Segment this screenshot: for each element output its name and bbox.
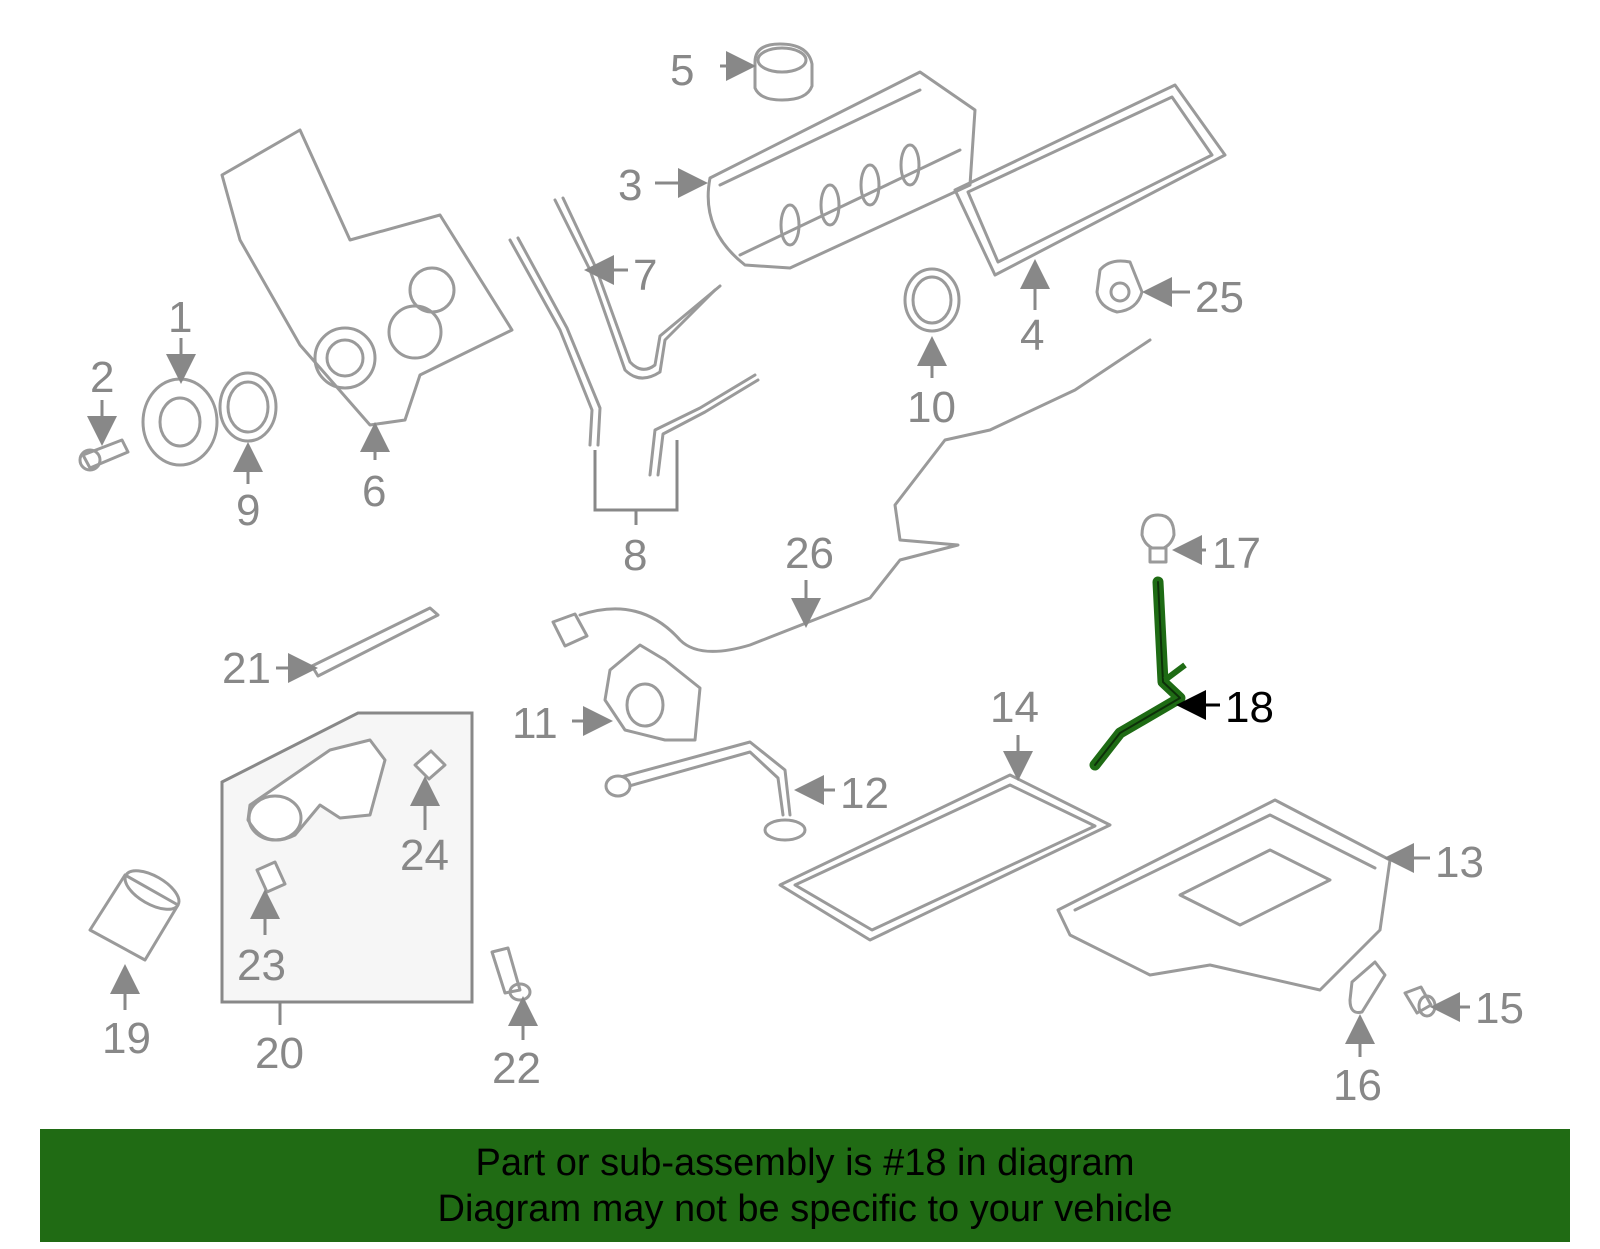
part-4-valve-cover-gasket (953, 83, 1227, 310)
part-26-wiring-harness (551, 338, 1152, 653)
part-20-assembly-box (220, 711, 474, 1025)
banner-line-1: Part or sub-assembly is #18 in diagram (475, 1141, 1135, 1184)
part-13-oil-pan (1056, 798, 1430, 992)
callout-3: 3 (618, 161, 642, 210)
callout-1: 1 (168, 293, 192, 342)
callout-18: 18 (1225, 683, 1274, 732)
info-banner: Part or sub-assembly is #18 in diagram D… (40, 1129, 1570, 1242)
part-1-crank-pulley (141, 338, 219, 467)
part-14-oil-pan-gasket (778, 735, 1112, 942)
callout-22: 22 (492, 1044, 541, 1093)
part-25-sensor (1095, 259, 1190, 314)
callout-15: 15 (1475, 984, 1524, 1033)
callout-24: 24 (400, 831, 449, 880)
part-21-gasket (276, 606, 440, 683)
callout-16: 16 (1333, 1061, 1382, 1110)
part-18-dipstick-tube (1089, 576, 1220, 771)
callout-7: 7 (633, 251, 657, 300)
part-2-bolt (78, 400, 130, 472)
part-16-bracket (1345, 960, 1387, 1057)
callout-19: 19 (102, 1014, 151, 1063)
part-5-oil-filler-cap (720, 42, 814, 102)
part-17-o-ring (1140, 513, 1206, 565)
callout-8: 8 (623, 531, 647, 580)
callout-25: 25 (1195, 273, 1244, 322)
part-19-oil-filter (88, 869, 181, 1010)
part-7-timing-guide (553, 196, 722, 380)
part-8-timing-guides (508, 236, 760, 525)
part-11-oil-pump (572, 643, 702, 742)
callout-6: 6 (362, 467, 386, 516)
callout-2: 2 (90, 353, 114, 402)
callout-17: 17 (1212, 529, 1261, 578)
callout-5: 5 (670, 46, 694, 95)
callout-10: 10 (907, 383, 956, 432)
part-22-bolt (490, 946, 538, 1040)
engine-parts-diagram: 1 2 3 4 5 6 7 8 9 10 11 12 13 14 15 16 1… (78, 42, 1524, 1110)
callout-14: 14 (990, 683, 1039, 732)
callout-4: 4 (1020, 311, 1044, 360)
callout-26: 26 (785, 529, 834, 578)
callout-12: 12 (840, 769, 889, 818)
part-12-pickup-tube (604, 740, 835, 842)
callout-23: 23 (237, 941, 286, 990)
part-9-seal (218, 371, 278, 484)
callout-9: 9 (236, 486, 260, 535)
callout-21: 21 (222, 644, 271, 693)
callout-20: 20 (255, 1029, 304, 1078)
callout-11: 11 (512, 699, 558, 748)
part-6-timing-cover (220, 128, 514, 460)
part-3-valve-cover (655, 70, 977, 270)
callout-labels: 1 2 3 4 5 6 7 8 9 10 11 12 13 14 15 16 1… (90, 46, 1524, 1110)
part-10-seal (903, 267, 961, 378)
part-15-drain-plug (1403, 985, 1470, 1022)
callout-13: 13 (1435, 838, 1484, 887)
banner-line-2: Diagram may not be specific to your vehi… (437, 1187, 1173, 1230)
